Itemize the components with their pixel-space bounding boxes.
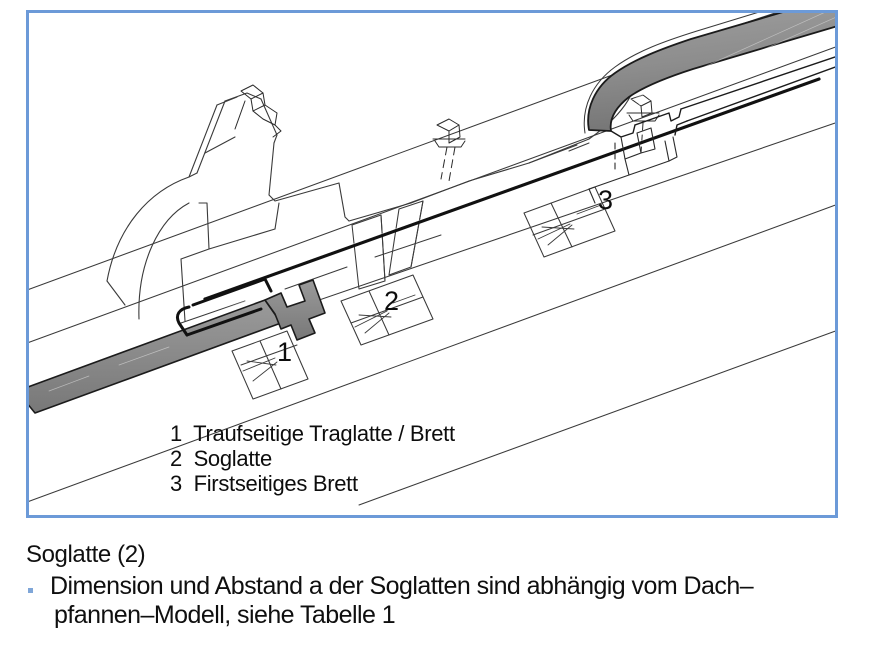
ridge-cap-profile bbox=[587, 13, 835, 138]
fastener-middle bbox=[432, 118, 466, 182]
legend-number-2: 2 bbox=[170, 446, 188, 471]
caption-bullet-row: Dimension und Abstand a der Soglatten si… bbox=[26, 572, 856, 630]
caption-title: Soglatte (2) bbox=[26, 541, 146, 568]
legend-row-1: 1 Traufseitige Traglatte / Brett bbox=[170, 421, 455, 446]
callout-1: 1 bbox=[277, 337, 292, 367]
caption-bullet-text: Dimension und Abstand a der Soglatten si… bbox=[50, 572, 856, 630]
figure-frame: 1 2 3 1 Traufseitige Traglatte / Brett 2… bbox=[26, 10, 838, 518]
batten-group-traufseitig bbox=[231, 330, 309, 400]
legend-label-1: Traufseitige Traglatte / Brett bbox=[193, 421, 455, 446]
ridge-cap-outline bbox=[528, 13, 758, 164]
batten-group-firstseitig bbox=[523, 186, 616, 258]
caption-line-2: pfannen–Modell, siehe Tabelle 1 bbox=[54, 601, 396, 629]
figure-legend: 1 Traufseitige Traglatte / Brett 2 Sogla… bbox=[170, 421, 455, 496]
support-blocks bbox=[351, 200, 424, 290]
caption-block: Soglatte (2) Dimension und Abstand a der… bbox=[26, 540, 856, 630]
caption-line-1: Dimension und Abstand a der Soglatten si… bbox=[50, 572, 754, 600]
square-bullet-icon bbox=[28, 588, 33, 593]
callout-2: 2 bbox=[384, 286, 399, 316]
membrane-line bbox=[203, 77, 821, 301]
callout-labels: 1 2 3 bbox=[277, 185, 613, 367]
legend-row-2: 2 Soglatte bbox=[170, 446, 455, 471]
batten-group-soglatte bbox=[340, 274, 434, 346]
profile-clamp bbox=[264, 279, 326, 341]
ridge-support-detail bbox=[588, 127, 678, 204]
upper-tile-edge bbox=[180, 234, 442, 324]
legend-row-3: 3 Firstseitiges Brett bbox=[170, 471, 455, 496]
metal-profile-band bbox=[29, 293, 282, 414]
legend-number-3: 3 bbox=[170, 471, 188, 496]
legend-number-1: 1 bbox=[170, 421, 188, 446]
legend-label-3: Firstseitiges Brett bbox=[193, 471, 359, 496]
membrane-line-highlight bbox=[204, 76, 820, 298]
legend-label-2: Soglatte bbox=[193, 446, 273, 471]
callout-3: 3 bbox=[598, 185, 613, 215]
fastener-right bbox=[626, 94, 660, 154]
roof-section-drawing: 1 2 3 bbox=[29, 13, 835, 506]
fastener-left bbox=[234, 84, 282, 138]
profile-hook-left bbox=[175, 277, 273, 337]
